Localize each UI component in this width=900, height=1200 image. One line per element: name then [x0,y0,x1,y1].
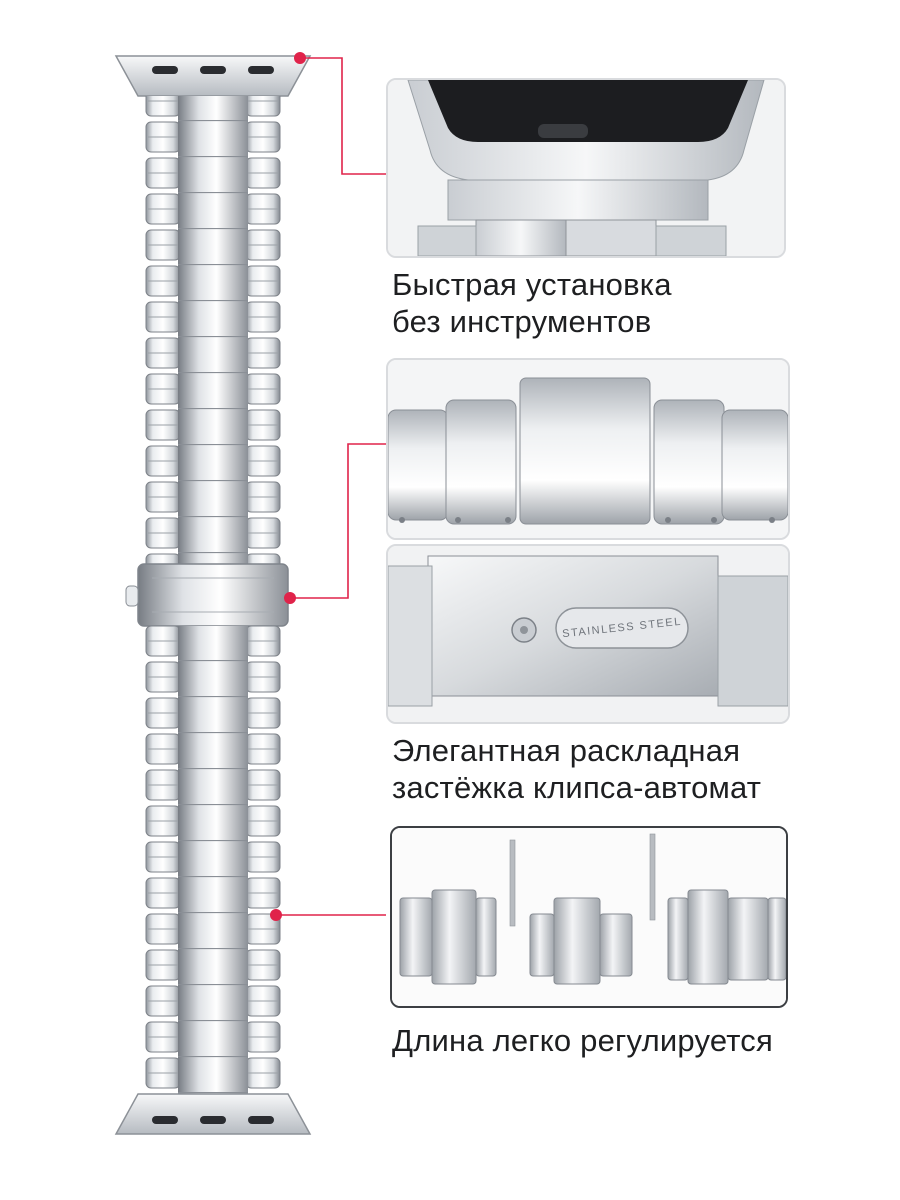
callout-line-install [300,57,386,175]
caption-line: Длина легко регулируется [392,1023,773,1058]
clasp-detail-image: STAINLESS STEEL [386,544,790,724]
caption-line: застёжка клипса-автомат [392,770,762,805]
caption-line: Элегантная раскладная [392,733,741,768]
callout-dot-install [294,52,306,64]
callout-dot-clasp [284,592,296,604]
caption-quick-install: Быстрая установка без инструментов [392,266,672,340]
length-detail-image [390,826,788,1008]
caption-line: без инструментов [392,304,652,339]
caption-clasp: Элегантная раскладная застёжка клипса-ав… [392,732,761,806]
caption-line: Быстрая установка [392,267,672,302]
links-detail-image [386,358,790,540]
caption-length: Длина легко регулируется [392,1022,773,1059]
watch-band-image [108,48,318,1148]
callout-dot-length [270,909,282,921]
callout-line-clasp [290,443,386,599]
install-detail-image [386,78,786,258]
